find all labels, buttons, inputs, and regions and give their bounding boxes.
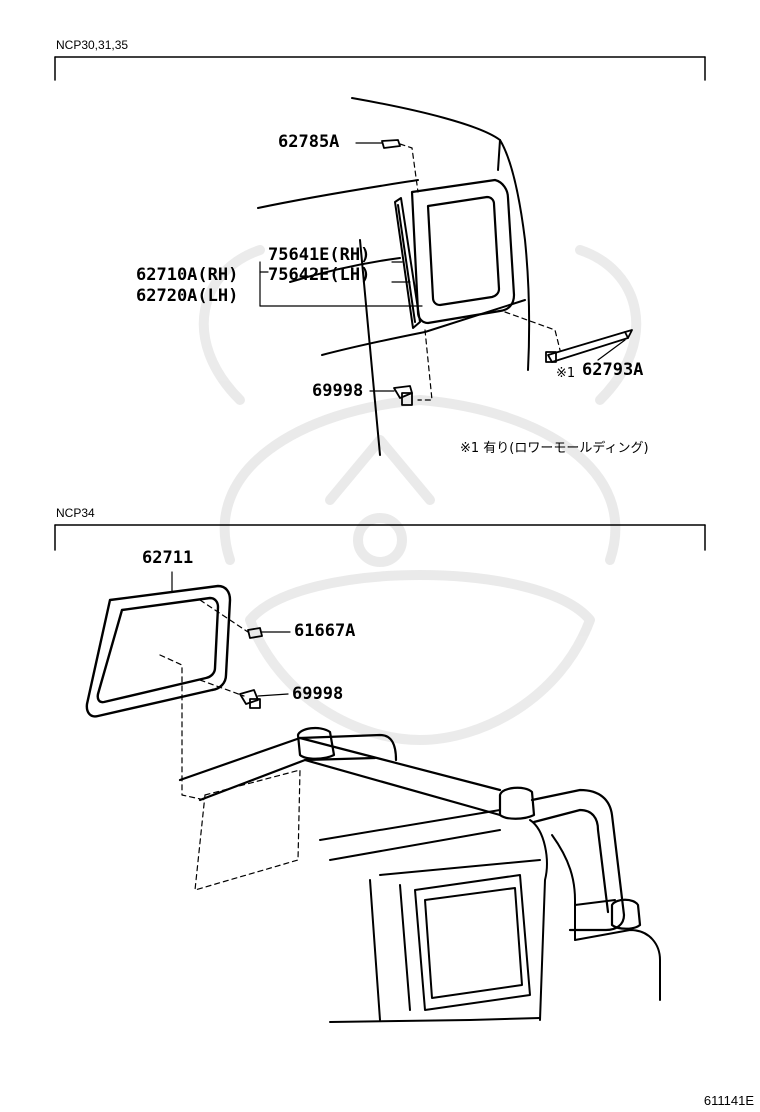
clip-62785A bbox=[381, 139, 401, 149]
molding-62793A bbox=[545, 329, 633, 363]
roll-bar bbox=[178, 726, 642, 932]
label-leaders-bottom bbox=[171, 571, 291, 697]
clip-69998-top bbox=[393, 385, 413, 406]
glass-62711 bbox=[85, 584, 232, 718]
section-label-ncp34: NCP34 bbox=[56, 506, 95, 520]
clip-61667A bbox=[247, 627, 263, 639]
part-75641E: 75641E(RH) bbox=[268, 245, 371, 265]
part-62720A: 62720A(LH) bbox=[136, 286, 239, 306]
dashed-leaders-bottom bbox=[159, 599, 301, 891]
label-leaders-top bbox=[259, 142, 626, 392]
weatherstrip bbox=[394, 197, 421, 329]
dashed-leaders-top bbox=[399, 143, 561, 401]
part-62711: 62711 bbox=[142, 548, 194, 568]
mark-1: ※1 bbox=[556, 366, 576, 381]
section-bracket-bottom bbox=[54, 524, 706, 551]
figure-id: 611141E bbox=[703, 1093, 754, 1108]
section-bracket-top bbox=[54, 56, 706, 81]
part-62785A: 62785A bbox=[278, 132, 340, 152]
bottom-body-outline bbox=[319, 809, 661, 1023]
section-label-ncp30: NCP30,31,35 bbox=[56, 38, 129, 52]
clip-69998-bottom bbox=[239, 689, 261, 709]
part-69998-bottom: 69998 bbox=[292, 684, 344, 704]
part-61667A: 61667A bbox=[294, 621, 356, 641]
part-69998-top: 69998 bbox=[312, 381, 364, 401]
note-lower-molding: ※1 有り(ロワーモールディング) bbox=[460, 441, 649, 456]
part-62793A: 62793A bbox=[582, 360, 644, 380]
rear-quarter-window bbox=[410, 178, 516, 325]
part-62710A: 62710A(RH) bbox=[136, 265, 239, 285]
part-75642E: 75642E(LH) bbox=[268, 265, 371, 285]
watermark-logo bbox=[198, 245, 642, 745]
